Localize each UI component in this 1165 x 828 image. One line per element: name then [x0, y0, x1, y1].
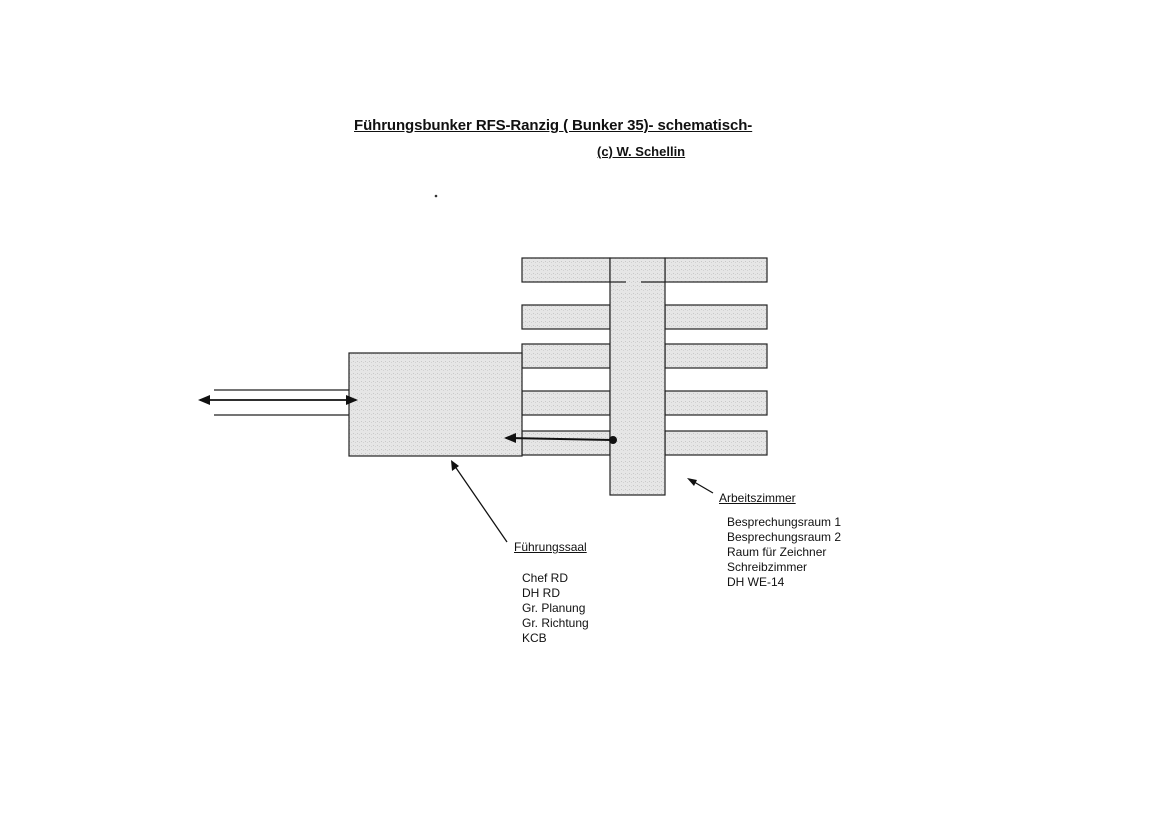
wing-room-right-1 — [664, 257, 768, 283]
wing-room-left-1 — [521, 257, 611, 283]
list-item: KCB — [522, 631, 547, 645]
wing-room-right-3 — [664, 343, 768, 369]
wing-room-left-2 — [521, 304, 611, 330]
fuehrungssaal-room — [348, 352, 523, 457]
fuehrungssaal-pointer-head — [451, 460, 459, 471]
central-corridor — [609, 257, 666, 496]
list-item: DH WE-14 — [727, 575, 785, 589]
arbeitszimmer-label: Arbeitszimmer — [719, 491, 796, 505]
arbeitszimmer-pointer-head — [687, 478, 697, 486]
list-item: Besprechungsraum 2 — [727, 530, 842, 544]
diagram-title: Führungsbunker RFS-Ranzig ( Bunker 35)- … — [354, 117, 753, 134]
list-item: Schreibzimmer — [727, 560, 808, 574]
wing-room-right-2 — [664, 304, 768, 330]
wing-room-left-4 — [521, 390, 611, 416]
connection-arrow-head — [504, 433, 516, 443]
list-item: Besprechungsraum 1 — [727, 515, 842, 529]
list-item: Raum für Zeichner — [727, 545, 827, 559]
wing-room-right-5 — [664, 430, 768, 456]
list-item: Gr. Planung — [522, 601, 586, 615]
wing-room-right-4 — [664, 390, 768, 416]
scan-speck — [434, 194, 438, 198]
list-item: Chef RD — [522, 571, 569, 585]
connection-arrow-dot — [609, 436, 617, 444]
fuehrungssaal-label: Führungssaal — [514, 540, 587, 554]
fuehrungssaal-pointer — [451, 461, 508, 543]
fuehrungssaal-room-list: Chef RD DH RD Gr. Planung Gr. Richtung K… — [522, 571, 589, 646]
list-item: Gr. Richtung — [522, 616, 589, 630]
list-item: DH RD — [522, 586, 560, 600]
arbeitszimmer-room-list: Besprechungsraum 1 Besprechungsraum 2 Ra… — [727, 515, 841, 590]
copyright-note: (c) W. Schellin — [597, 144, 686, 159]
entrance-arrow-head-right — [346, 395, 358, 405]
wing-room-left-5 — [521, 430, 611, 456]
entrance-arrow-head-left — [198, 395, 210, 405]
connection-arrow — [505, 437, 613, 441]
wing-room-left-3 — [521, 343, 611, 369]
